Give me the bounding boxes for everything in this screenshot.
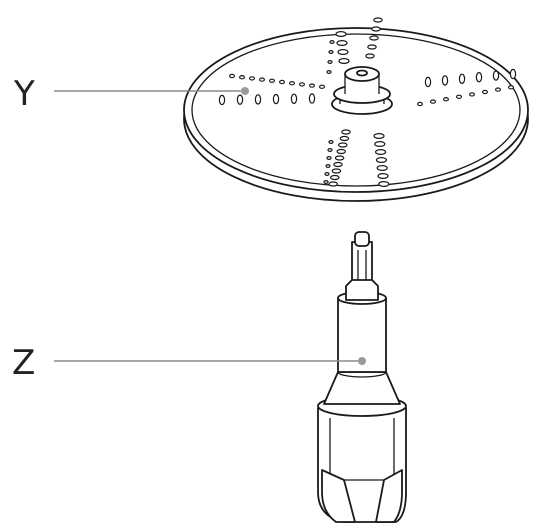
disc-hole <box>336 39 348 46</box>
disc-hole <box>326 156 332 161</box>
disc-hole <box>375 149 387 156</box>
disc-hole <box>337 142 348 148</box>
disc-hole <box>373 17 383 23</box>
disc-hole <box>328 140 334 145</box>
disc-hole <box>279 79 286 85</box>
drive-shaft <box>317 231 407 523</box>
disc-hole <box>374 141 386 148</box>
disc-hole <box>229 73 236 79</box>
disc-hole <box>443 96 450 102</box>
disc-hole <box>441 75 449 86</box>
disc-hole <box>299 82 306 87</box>
disc-hole <box>341 129 351 135</box>
leader-z-dot <box>358 357 366 365</box>
disc-hole <box>309 83 316 88</box>
disc-hole <box>328 49 334 54</box>
disc-hole <box>327 59 333 64</box>
disc-hole <box>329 174 340 181</box>
grating-disc <box>183 17 529 202</box>
disc-hole <box>339 135 350 142</box>
disc-hole <box>319 84 326 90</box>
disc-hub <box>331 66 393 115</box>
disc-hole <box>239 74 246 80</box>
disc-hole <box>324 172 330 177</box>
disc-hole <box>376 165 388 172</box>
label-z-group: Z <box>12 343 366 383</box>
disc-hole <box>508 84 515 90</box>
disc-hole <box>365 53 375 59</box>
disc-hole <box>417 101 424 107</box>
label-z: Z <box>12 343 35 383</box>
disc-hole <box>333 161 343 168</box>
disc-hole <box>308 93 316 104</box>
label-y-group: Y <box>13 74 249 114</box>
disc-hole <box>328 181 338 187</box>
disc-hole <box>456 94 463 100</box>
disc-hole <box>495 87 502 92</box>
disc-hole <box>336 148 346 155</box>
disc-hole <box>289 80 296 86</box>
disc-hole <box>331 168 342 174</box>
label-y: Y <box>13 74 35 114</box>
disc-hole <box>326 69 332 74</box>
leader-y-dot <box>241 87 249 95</box>
disc-hole <box>509 68 517 80</box>
disc-hole <box>482 89 489 95</box>
disc-hole <box>323 180 329 185</box>
disc-hole <box>492 70 500 81</box>
disc-hole <box>325 164 331 169</box>
disc-hole <box>334 155 345 161</box>
disc-hole <box>367 44 377 50</box>
disc-hole <box>375 157 387 164</box>
disc-hole <box>329 39 335 44</box>
disc-hole <box>424 76 432 88</box>
disc-inner-rim <box>191 33 521 187</box>
disc-hole <box>254 94 262 105</box>
disc-hole <box>378 181 390 188</box>
disc-hole <box>373 133 385 140</box>
disc-hole <box>371 26 381 32</box>
disc-hole <box>249 76 256 81</box>
disc-hole <box>458 73 466 85</box>
disc-hole <box>369 35 379 41</box>
disc-hole <box>337 48 349 55</box>
disc-hole <box>290 93 298 105</box>
disc-hole <box>430 99 437 104</box>
disc-hole <box>269 78 276 84</box>
disc-hole <box>335 31 347 38</box>
disc-hole <box>259 77 266 82</box>
disc-hole <box>377 173 389 180</box>
disc-hole <box>469 92 476 97</box>
disc-hole <box>218 94 226 106</box>
disc-hole <box>236 94 244 105</box>
disc-hole <box>327 148 333 153</box>
disc-hole <box>338 57 350 64</box>
disc-hole <box>475 71 483 83</box>
disc-perforations <box>218 17 517 188</box>
disc-hole <box>272 93 280 105</box>
